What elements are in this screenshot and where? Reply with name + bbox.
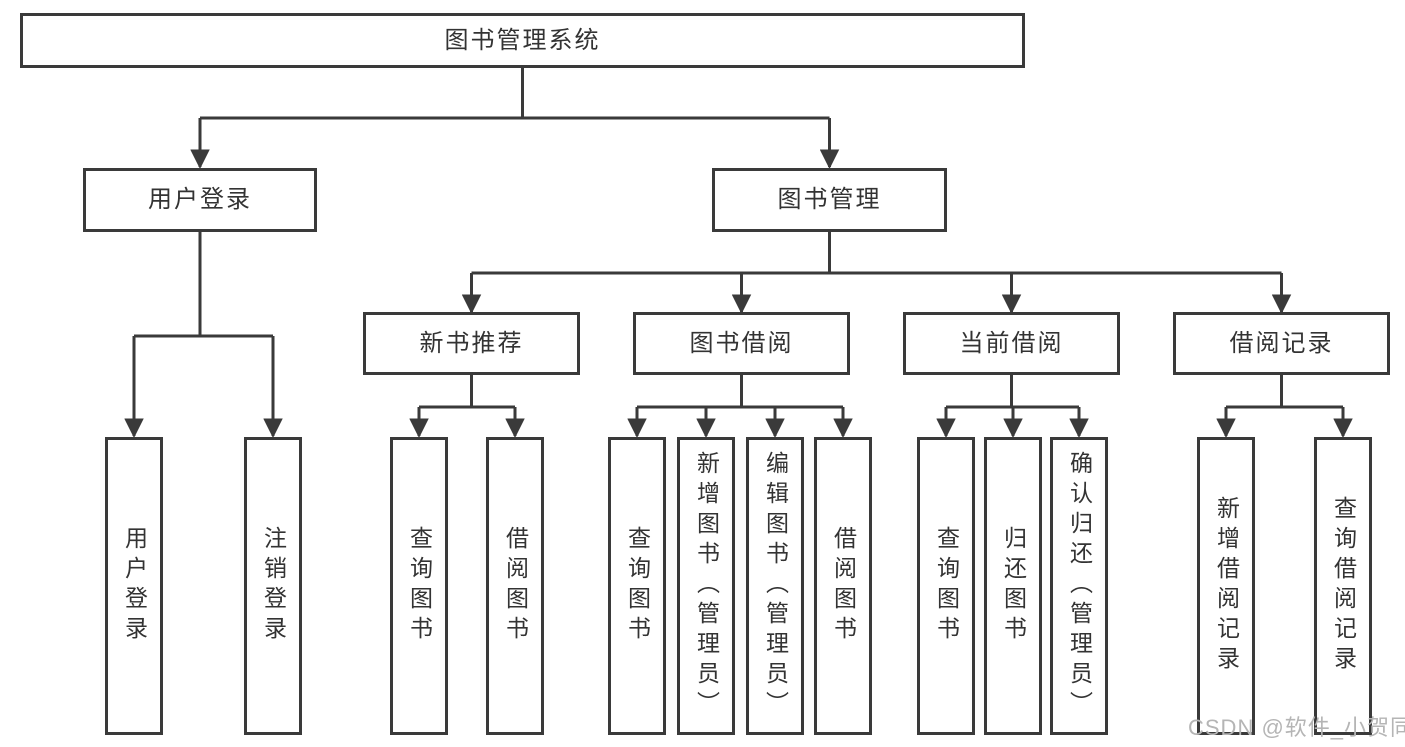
connector-root-to-level2 [190, 68, 840, 169]
node-label: 确认归还（管理员） [1066, 451, 1093, 721]
node-label: 用户登录 [121, 526, 148, 646]
node-label: 查询借阅记录 [1330, 496, 1357, 676]
connector-new-book-recommendation-to-leaves [409, 375, 525, 438]
connector-current-borrowing-to-leaves [936, 375, 1089, 438]
node-label: 编辑图书（管理员） [762, 451, 789, 721]
node-new-book-recommendation: 新书推荐 [363, 312, 580, 375]
node-label: 图书管理系统 [444, 26, 601, 54]
node-label: 新增借阅记录 [1213, 496, 1240, 676]
node-label: 借阅记录 [1229, 329, 1334, 357]
node-label: 新书推荐 [419, 329, 524, 357]
leaf-borrow-books-recommend: 借阅图书 [486, 437, 544, 735]
leaf-query-books-borrowing: 查询图书 [608, 437, 666, 735]
leaf-add-borrow-record: 新增借阅记录 [1197, 437, 1255, 735]
node-label: 查询图书 [933, 526, 960, 646]
node-user-login: 用户登录 [83, 168, 317, 232]
leaf-user-login: 用户登录 [105, 437, 163, 735]
leaf-edit-book-admin: 编辑图书（管理员） [746, 437, 804, 735]
node-borrowing-records: 借阅记录 [1173, 312, 1390, 375]
connector-user-login-to-leaves [124, 232, 283, 438]
node-label: 图书借阅 [689, 329, 794, 357]
node-label: 新增图书（管理员） [693, 451, 720, 721]
leaf-logout: 注销登录 [244, 437, 302, 735]
node-current-borrowing: 当前借阅 [903, 312, 1120, 375]
node-label: 查询图书 [406, 526, 433, 646]
node-label: 查询图书 [624, 526, 651, 646]
node-library-management-system: 图书管理系统 [20, 13, 1025, 68]
node-book-management: 图书管理 [712, 168, 947, 232]
leaf-query-books-recommend: 查询图书 [390, 437, 448, 735]
leaf-confirm-return-admin: 确认归还（管理员） [1050, 437, 1108, 735]
leaf-query-books-current: 查询图书 [917, 437, 975, 735]
connector-book-management-to-level3 [461, 232, 1292, 314]
connector-book-borrowing-to-leaves [627, 375, 853, 438]
node-label: 当前借阅 [959, 329, 1064, 357]
leaf-borrow-books-borrowing: 借阅图书 [814, 437, 872, 735]
node-book-borrowing: 图书借阅 [633, 312, 850, 375]
csdn-watermark: CSDN @软件_小贺同学 [1188, 715, 1405, 740]
leaf-query-borrow-record: 查询借阅记录 [1314, 437, 1372, 735]
leaf-add-book-admin: 新增图书（管理员） [677, 437, 735, 735]
node-label: 用户登录 [148, 186, 252, 213]
node-label: 借阅图书 [830, 526, 857, 646]
node-label: 借阅图书 [502, 526, 529, 646]
node-label: 归还图书 [1000, 526, 1027, 646]
connector-borrowing-records-to-leaves [1216, 375, 1353, 438]
node-label: 图书管理 [777, 186, 882, 213]
leaf-return-book: 归还图书 [984, 437, 1042, 735]
node-label: 注销登录 [260, 526, 287, 646]
